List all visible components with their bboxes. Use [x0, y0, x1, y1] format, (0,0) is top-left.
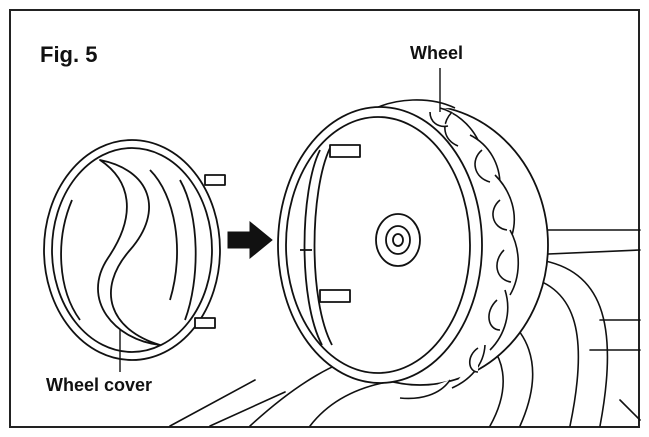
cover-spoke	[97, 159, 161, 346]
wheel-hub	[375, 213, 421, 267]
cover-tab-bottom	[194, 317, 216, 329]
wheel-label: Wheel	[410, 43, 464, 63]
wheel-cover-label: Wheel cover	[46, 375, 153, 395]
assembly-arrow	[227, 220, 273, 260]
cover-tab-top	[204, 174, 226, 186]
wheel-drawing	[277, 99, 549, 400]
leader-lines	[119, 68, 441, 372]
figure-frame	[9, 9, 640, 428]
wheel-tread	[371, 99, 520, 400]
wheel-cover-drawing	[43, 139, 226, 361]
figure-title: Fig. 5	[40, 42, 98, 67]
